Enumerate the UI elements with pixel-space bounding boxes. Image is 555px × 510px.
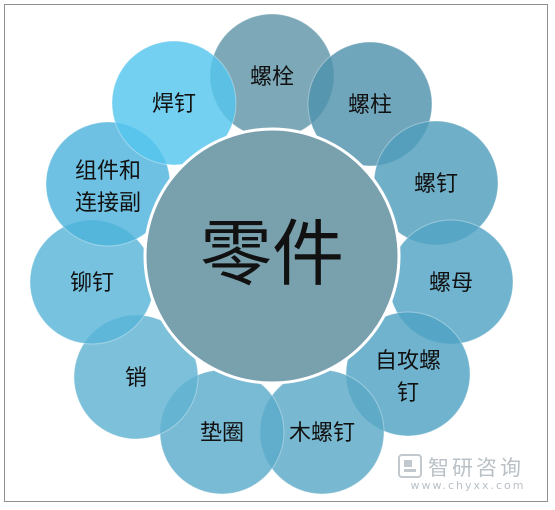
component-label-5: 自攻螺钉 [375,349,441,406]
frame-border [4,4,548,502]
watermark: 智研咨询 www.chyxx.com [398,452,540,496]
outer-circles [29,13,514,495]
component-label-9: 铆钉 [70,271,114,296]
watermark-url: www.chyxx.com [410,479,526,492]
component-label-2: 螺柱 [348,93,392,118]
center-label: 零件 [200,212,344,296]
component-label-1: 螺栓 [250,65,294,90]
component-label-7: 垫圈 [200,421,244,446]
watermark-logo-icon [398,454,422,478]
watermark-name: 智研咨询 [428,456,524,480]
component-circle-11 [111,40,237,166]
component-label-10: 组件和连接副 [75,159,141,216]
center-circle [143,127,401,385]
component-label-8: 销 [125,366,147,391]
component-label-11: 焊钉 [152,92,196,117]
component-label-3: 螺钉 [414,172,458,197]
component-label-4: 螺母 [429,271,473,296]
component-label-6: 木螺钉 [289,421,355,446]
